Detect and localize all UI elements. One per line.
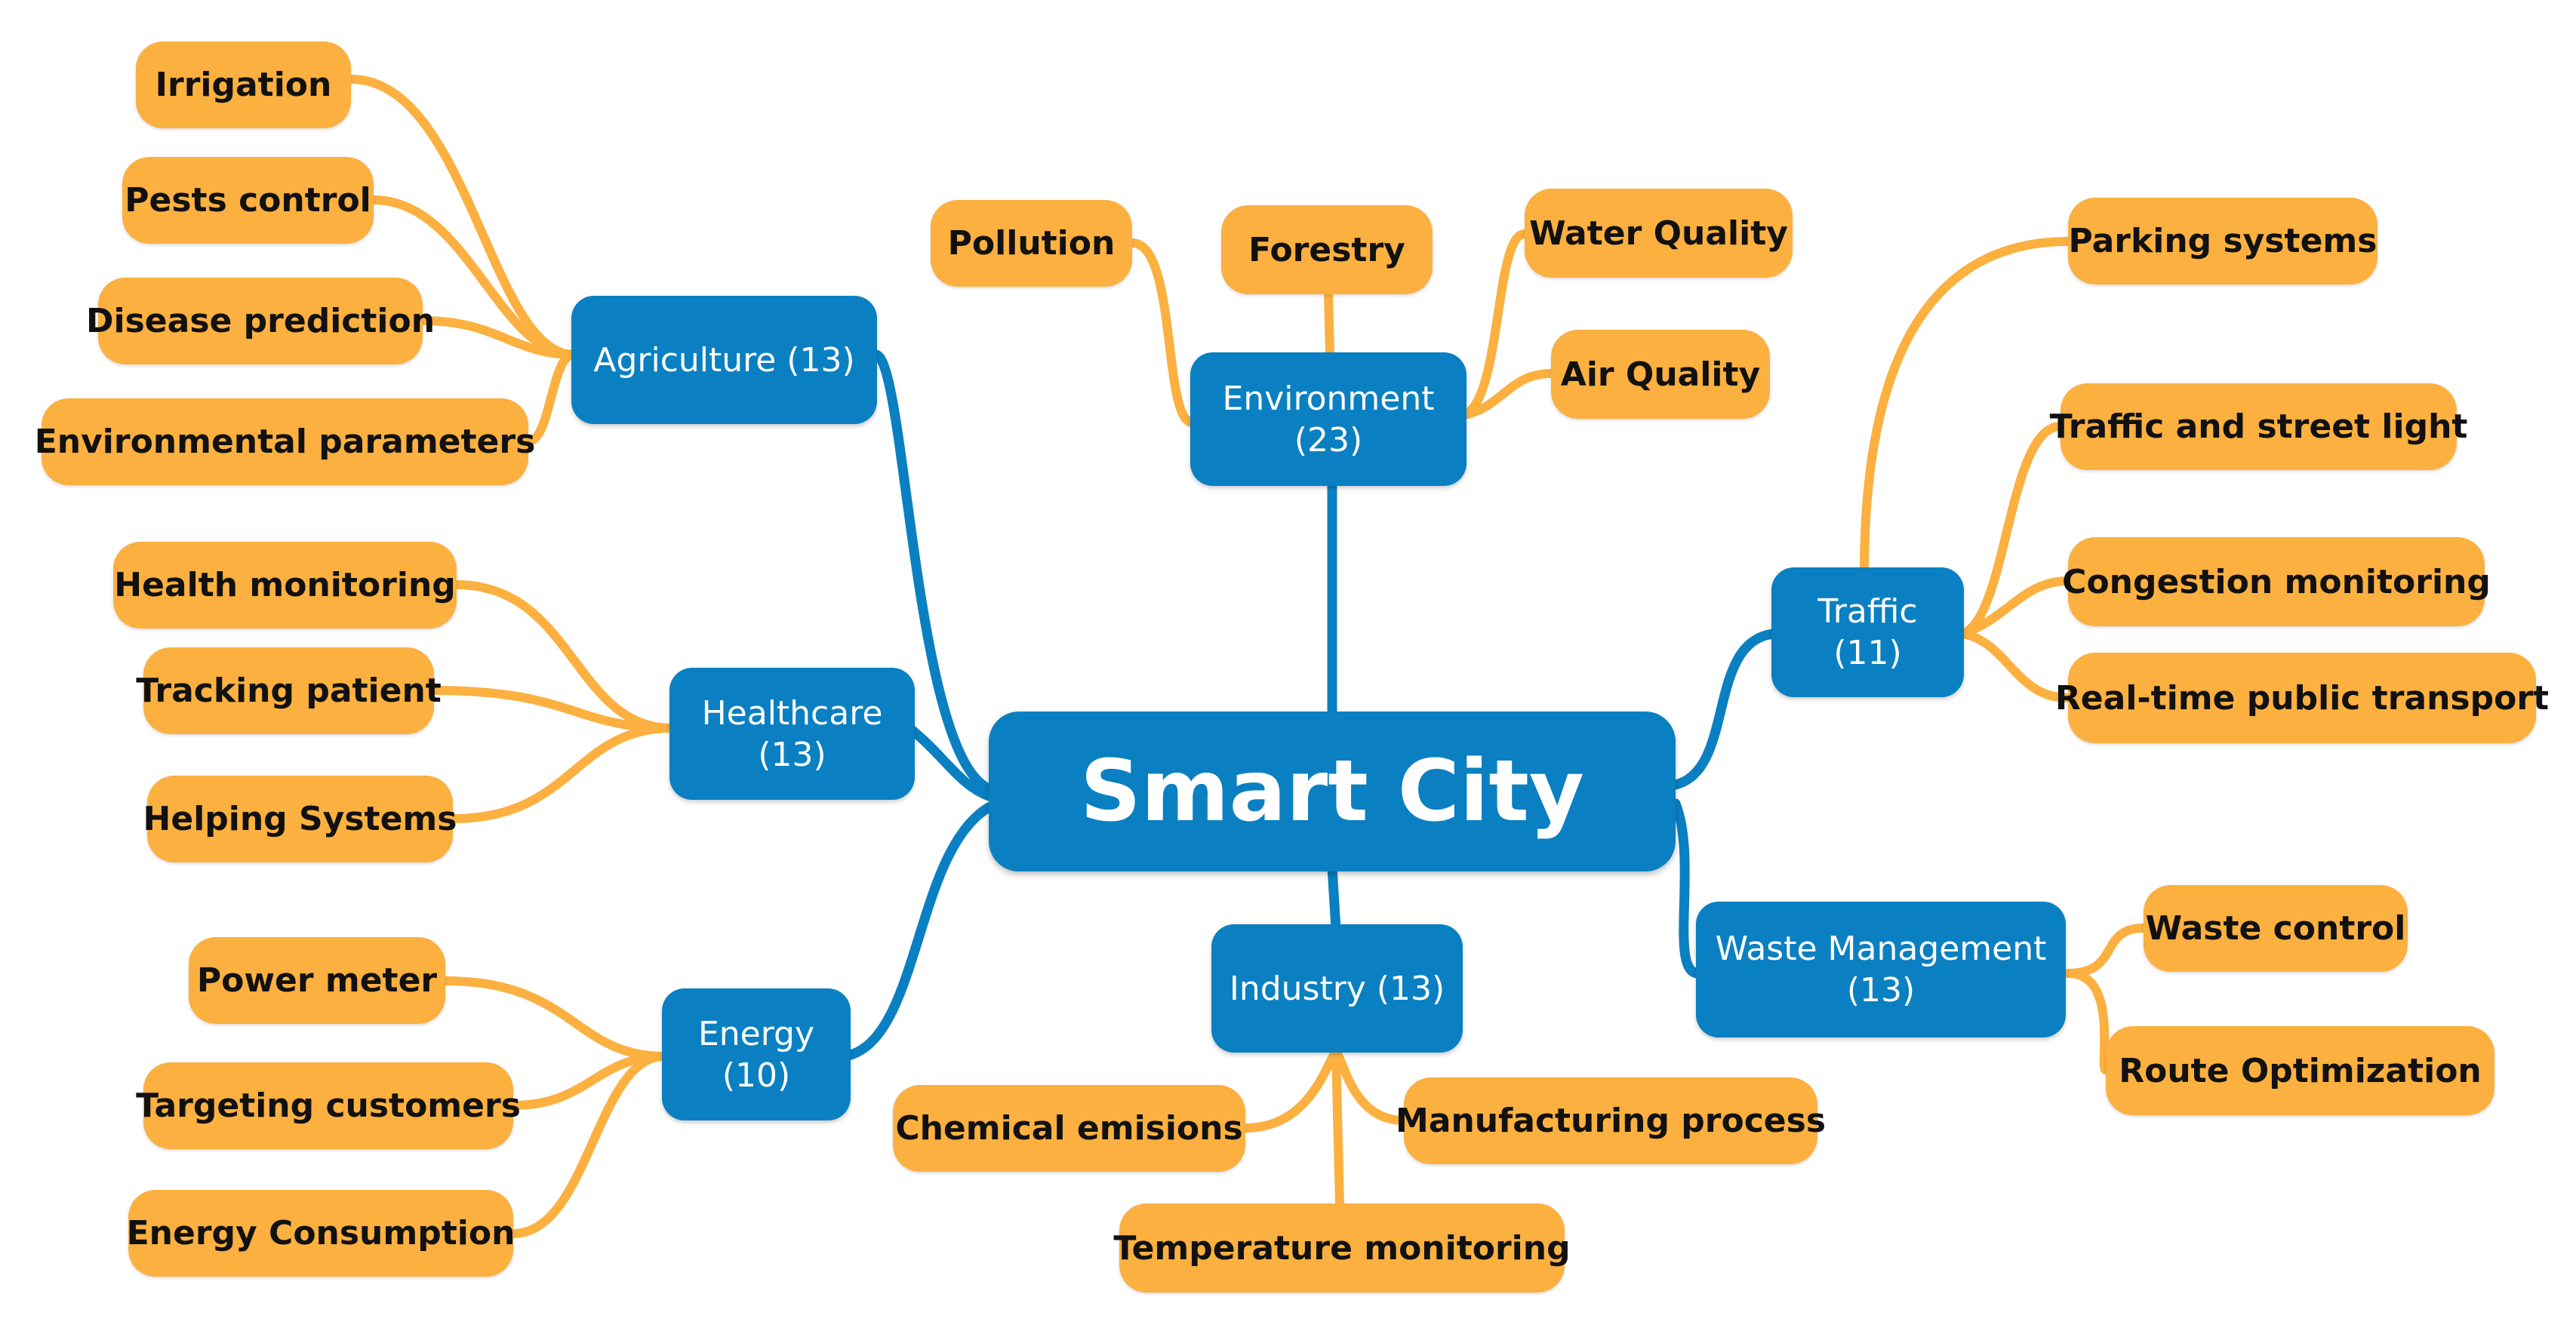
leaf-realtime-public-transport: Real-time public transport xyxy=(2055,653,2549,743)
branch-waste-management: Waste Management (13) xyxy=(1696,902,2066,1037)
connector-healthcare-tracking xyxy=(429,686,676,733)
branch-traffic-count: (11) xyxy=(1833,634,1902,672)
leaf-water-quality: Water Quality xyxy=(1525,189,1793,278)
leaf-energy-consumption: Energy Consumption xyxy=(127,1190,515,1277)
leaf-waste-control: Waste control xyxy=(2144,885,2408,972)
connector-environment-pollution xyxy=(1128,238,1197,427)
leaf-pests-control: Pests control xyxy=(122,157,374,244)
connector-center-traffic xyxy=(1670,629,1779,790)
connector-traffic-realtime xyxy=(1958,629,2073,702)
leaf-air-quality: Air Quality xyxy=(1551,330,1770,419)
leaf-parking-systems: Parking systems xyxy=(2068,198,2377,284)
leaf-disease-prediction: Disease prediction xyxy=(86,278,435,364)
connector-agriculture-envparams xyxy=(524,350,578,446)
branch-energy-name: Energy xyxy=(697,1014,815,1053)
branch-energy-count: (10) xyxy=(722,1056,791,1095)
connector-center-waste xyxy=(1670,798,1703,979)
leaf-temperature-monitoring: Temperature monitoring xyxy=(1113,1203,1571,1293)
connector-environment-forestry xyxy=(1324,290,1334,359)
branch-industry-label: Industry (13) xyxy=(1229,969,1445,1008)
leaf-targeting-customers: Targeting customers xyxy=(136,1062,521,1149)
branch-healthcare-count: (13) xyxy=(758,735,826,774)
branch-environment-name: Environment xyxy=(1222,379,1435,418)
branch-environment: Environment (23) xyxy=(1190,352,1467,486)
leaf-congestion-monitoring: Congestion monitoring xyxy=(2062,537,2491,626)
branch-agriculture-label: Agriculture (13) xyxy=(593,340,855,380)
leaf-chemical-emisions: Chemical emisions xyxy=(893,1085,1245,1172)
leaf-route-optimization: Route Optimization xyxy=(2106,1026,2494,1115)
connector-waste-route xyxy=(2064,969,2110,1074)
connector-center-agriculture xyxy=(870,349,994,794)
branch-traffic: Traffic (11) xyxy=(1771,567,1964,697)
connector-traffic-streetlight xyxy=(1958,422,2065,638)
connector-agriculture-disease xyxy=(418,316,578,359)
branch-healthcare: Healthcare (13) xyxy=(669,668,915,800)
connector-center-industry xyxy=(1327,862,1341,933)
connector-agriculture-pests xyxy=(369,195,578,359)
branch-waste-count: (13) xyxy=(1846,971,1916,1010)
connector-traffic-parking xyxy=(1860,237,2073,578)
leaf-environmental-parameters: Environmental parameters xyxy=(35,398,535,485)
branch-traffic-name: Traffic xyxy=(1817,592,1918,631)
connector-industry-temperature xyxy=(1331,1048,1344,1208)
branch-environment-count: (23) xyxy=(1294,420,1363,460)
branch-healthcare-name: Healthcare xyxy=(701,693,883,733)
connector-environment-water xyxy=(1460,229,1529,420)
central-topic-smart-city: Smart City xyxy=(989,712,1676,871)
leaf-helping-systems: Helping Systems xyxy=(143,776,457,862)
connector-industry-chemical xyxy=(1241,1048,1340,1133)
connector-industry-manufacturing xyxy=(1331,1048,1408,1125)
leaf-traffic-street-light: Traffic and street light xyxy=(2050,383,2467,470)
connector-energy-targeting xyxy=(509,1052,669,1110)
leaf-manufacturing-process: Manufacturing process xyxy=(1396,1077,1826,1164)
leaf-tracking-patient: Tracking patient xyxy=(136,647,442,734)
branch-waste-name: Waste Management xyxy=(1715,930,2047,968)
connector-center-energy xyxy=(840,802,994,1062)
leaf-pollution: Pollution xyxy=(931,200,1132,287)
connector-waste-control xyxy=(2064,924,2148,978)
leaf-health-monitoring: Health monitoring xyxy=(113,542,457,629)
connector-energy-consumption xyxy=(509,1052,669,1238)
branch-industry: Industry (13) xyxy=(1211,924,1463,1053)
connector-healthcare-helping xyxy=(448,724,676,823)
leaf-forestry: Forestry xyxy=(1221,205,1433,294)
connector-traffic-congestion xyxy=(1958,576,2073,638)
leaf-irrigation: Irrigation xyxy=(136,41,351,128)
branch-agriculture: Agriculture (13) xyxy=(571,296,877,424)
branch-energy: Energy (10) xyxy=(662,988,851,1120)
connector-center-healthcare xyxy=(904,723,994,801)
leaf-power-meter: Power meter xyxy=(189,937,445,1024)
connector-healthcare-health xyxy=(452,580,676,733)
connector-environment-air xyxy=(1460,369,1556,420)
connector-energy-power xyxy=(441,976,669,1061)
